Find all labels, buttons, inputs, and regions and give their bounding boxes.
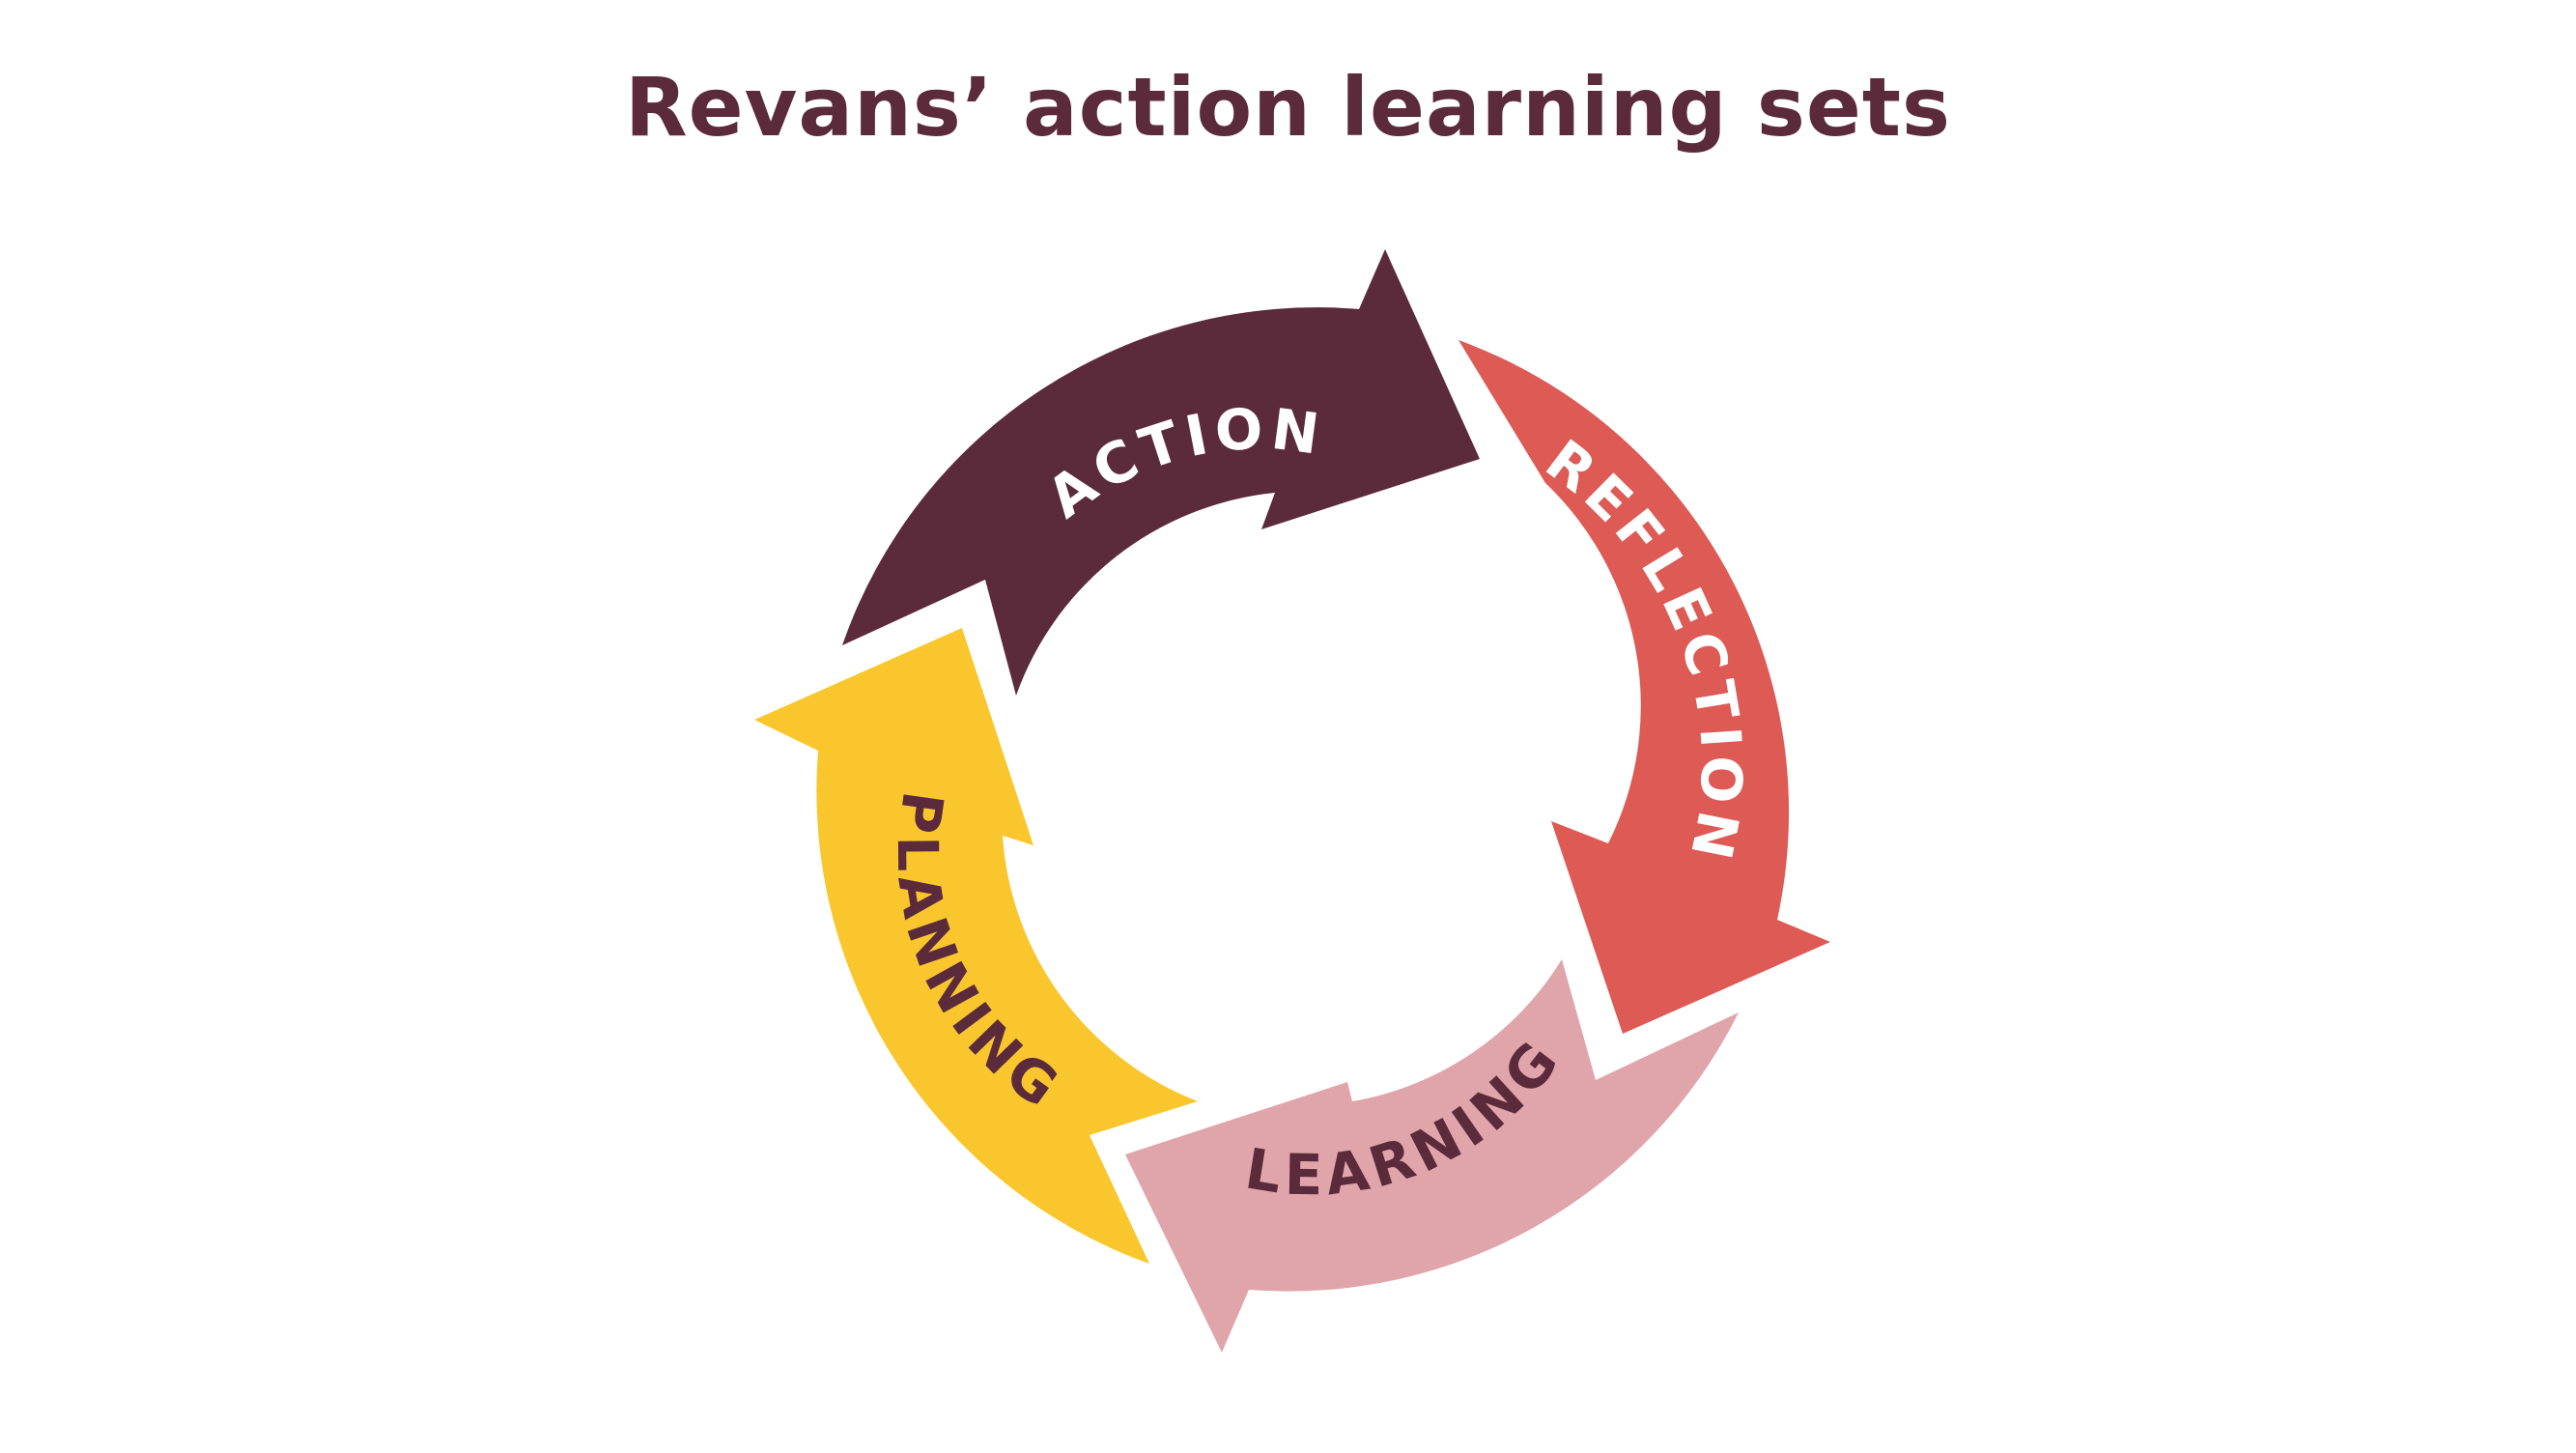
page-title: Revans’ action learning sets bbox=[625, 60, 1951, 155]
planning-arrow bbox=[754, 628, 1198, 1264]
reflection-arrow bbox=[1458, 340, 1830, 1034]
learning-arrow bbox=[1125, 959, 1739, 1353]
action-arrow bbox=[842, 249, 1480, 696]
